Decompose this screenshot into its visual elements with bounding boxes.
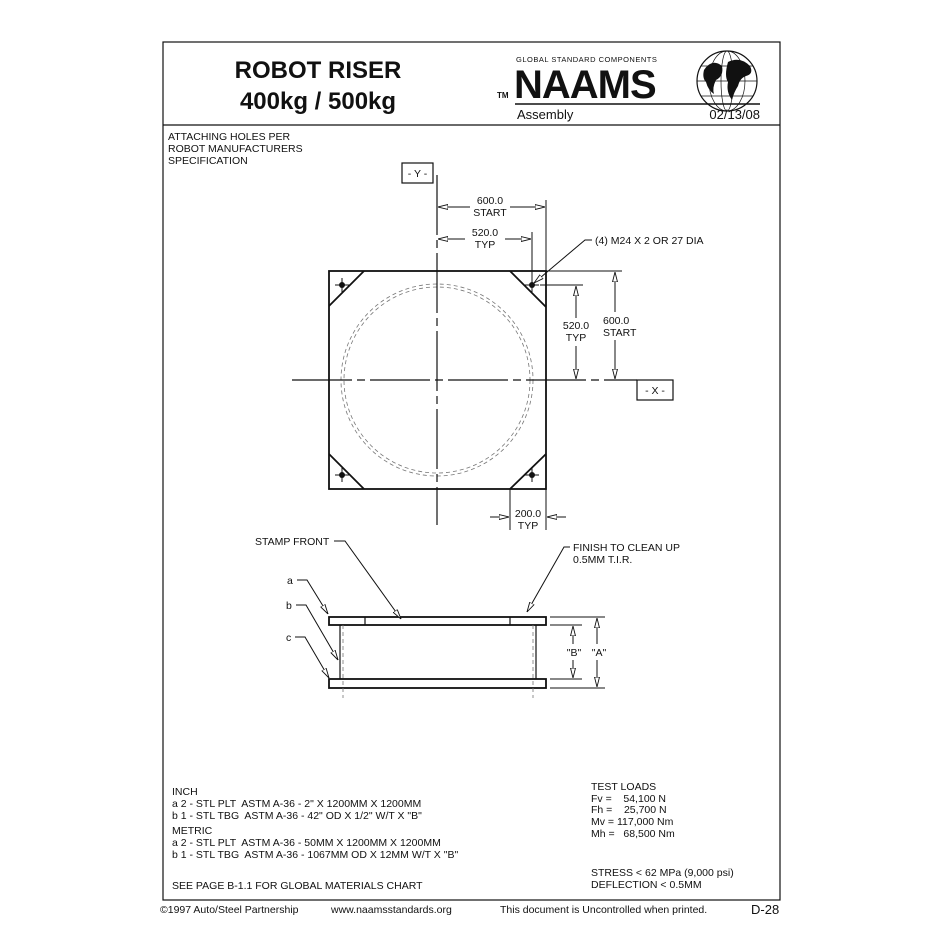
dim-label: "A": [592, 647, 607, 659]
callout-text: FINISH TO CLEAN UP: [573, 542, 680, 554]
dim-600-vertical: 600.0 START: [546, 270, 637, 379]
title-block: ROBOT RISER 400kg / 500kg: [235, 57, 402, 115]
leader-a: a: [287, 575, 328, 614]
load-item: Mh = 68,500 Nm: [591, 828, 675, 840]
dim-value: 200.0: [515, 508, 541, 520]
copyright: ©1997 Auto/Steel Partnership: [160, 904, 299, 916]
date: 02/13/08: [709, 107, 760, 122]
globe-icon: [696, 50, 758, 112]
dim-B: "B": [550, 624, 582, 680]
y-datum-box: [401, 162, 434, 184]
dim-note: START: [603, 327, 637, 339]
load-item: Fh = 25,700 N: [591, 804, 667, 816]
metric-heading: METRIC: [172, 825, 213, 837]
top-plate: [328, 616, 547, 626]
leader-c: c: [286, 632, 329, 678]
disclaimer: This document is Uncontrolled when print…: [500, 904, 707, 916]
materials-list: INCH a 2 - STL PLT ASTM A-36 - 2" X 1200…: [172, 786, 458, 892]
category-label: Assembly: [517, 107, 574, 122]
y-datum-label: - Y -: [408, 168, 428, 180]
website-link[interactable]: www.naamsstandards.org: [330, 904, 452, 916]
material-item: b 1 - STL TBG ASTM A-36 - 1067MM OD X 12…: [172, 849, 458, 861]
inch-heading: INCH: [172, 786, 198, 798]
callout-text: 0.5MM T.I.R.: [573, 554, 632, 566]
hole-callout: (4) M24 X 2 OR 27 DIA: [534, 235, 704, 283]
title-line-2: 400kg / 500kg: [240, 88, 396, 115]
logo-tagline: GLOBAL STANDARD COMPONENTS: [516, 55, 657, 64]
side-view: "B" "A" a b c STAMP FRONT FINISH TO CLEA…: [255, 536, 680, 698]
x-datum-label: - X -: [645, 385, 665, 397]
material-item: a 2 - STL PLT ASTM A-36 - 2" X 1200MM X …: [172, 798, 421, 810]
dim-A: "A": [550, 616, 607, 689]
load-item: Mv = 117,000 Nm: [591, 816, 674, 828]
note-line: SPECIFICATION: [168, 155, 248, 167]
finish-leader: FINISH TO CLEAN UP 0.5MM T.I.R.: [526, 542, 680, 612]
material-item: a 2 - STL PLT ASTM A-36 - 50MM X 1200MM …: [172, 837, 441, 849]
top-view: - Y - - X - 600.0 START 520.0 TYP (4) M2…: [292, 162, 704, 532]
part-label: c: [286, 632, 291, 644]
material-item: b 1 - STL TBG ASTM A-36 - 42" OD X 1/2" …: [172, 810, 422, 822]
dim-520-vertical: 520.0 TYP: [540, 284, 589, 379]
dim-value: 600.0: [603, 315, 629, 327]
callout-text: STAMP FRONT: [255, 536, 330, 548]
title-line-1: ROBOT RISER: [235, 57, 402, 84]
naams-logo: GLOBAL STANDARD COMPONENTS NAAMS TM Asse…: [497, 50, 760, 122]
callout-text: (4) M24 X 2 OR 27 DIA: [595, 235, 704, 247]
dim-value: 520.0: [472, 227, 498, 239]
dim-520-horizontal: 520.0 TYP: [438, 227, 533, 285]
part-label: b: [286, 600, 292, 612]
materials-chart-note: SEE PAGE B-1.1 FOR GLOBAL MATERIALS CHAR…: [172, 880, 423, 892]
trademark: TM: [497, 91, 509, 100]
test-loads-heading: TEST LOADS: [591, 781, 656, 793]
corner-gussets: [328, 270, 547, 490]
footer: ©1997 Auto/Steel Partnership www.naamsst…: [160, 902, 779, 917]
bottom-plate: [328, 678, 547, 689]
leader-b: b: [286, 600, 338, 660]
dim-label: "B": [567, 647, 582, 659]
attaching-holes-note: ATTACHING HOLES PER ROBOT MANUFACTURERS …: [168, 131, 303, 167]
test-loads: TEST LOADS Fv = 54,100 N Fh = 25,700 N M…: [591, 781, 734, 891]
logo-text: NAAMS: [514, 63, 656, 107]
sheet-border: [162, 41, 781, 901]
load-item: Fv = 54,100 N: [591, 793, 666, 805]
note-line: ROBOT MANUFACTURERS: [168, 143, 303, 155]
stress-limit: STRESS < 62 MPa (9,000 psi): [591, 867, 734, 879]
dim-note: TYP: [518, 520, 538, 532]
note-line: ATTACHING HOLES PER: [168, 131, 291, 143]
page-number: D-28: [751, 902, 779, 917]
x-datum-box: [636, 379, 674, 401]
dim-note: TYP: [475, 239, 495, 251]
dim-600-horizontal: 600.0 START: [438, 195, 547, 271]
dim-200: 200.0 TYP: [490, 489, 566, 532]
stamp-front-leader: STAMP FRONT: [255, 536, 401, 619]
dim-value: 600.0: [477, 195, 503, 207]
dim-note: START: [473, 207, 507, 219]
part-label: a: [287, 575, 293, 587]
dim-value: 520.0: [563, 320, 589, 332]
deflection-limit: DEFLECTION < 0.5MM: [591, 879, 702, 891]
dim-note: TYP: [566, 332, 586, 344]
